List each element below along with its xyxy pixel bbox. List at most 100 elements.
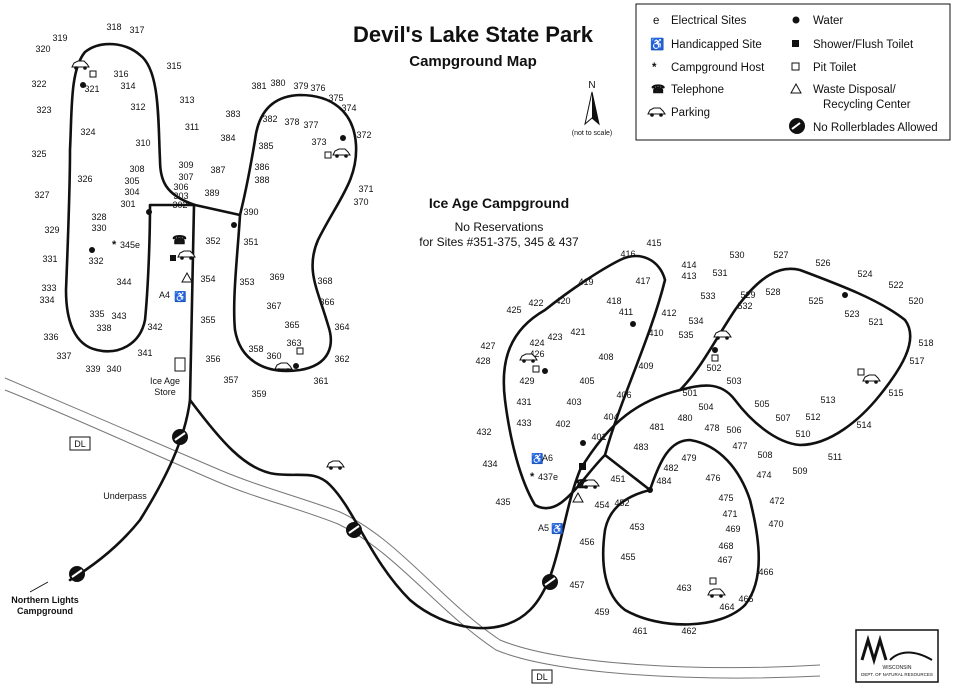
store-building [174,357,186,372]
pit-toilet-icon [89,70,97,78]
site-number-523: 523 [844,309,859,319]
no-rollerblades-icon [69,566,85,582]
site-number-468: 468 [718,541,733,551]
site-number-428: 428 [475,356,490,366]
water-icon [542,368,548,374]
site-number-512: 512 [805,412,820,422]
site-number-320: 320 [35,44,50,54]
site-number-471: 471 [722,509,737,519]
waste-disposal-icon [572,491,584,503]
site-number-376: 376 [310,83,325,93]
map-title: Devil's Lake State Park [353,22,594,47]
car-icon [519,353,538,363]
site-number-463: 463 [676,583,691,593]
water-icon [89,247,95,253]
site-number-504: 504 [698,402,713,412]
site-number-337: 337 [56,351,71,361]
dl-sign-2: DL [531,669,553,684]
site-number-370: 370 [353,197,368,207]
site-number-419: 419 [578,277,593,287]
site-number-465: 465 [738,594,753,604]
site-number-319: 319 [52,33,67,43]
site-number-469: 469 [725,524,740,534]
site-number-518: 518 [918,338,933,348]
legend-host: Campground Host [671,62,765,74]
site-number-372: 372 [356,130,371,140]
pit-toilet-icon [711,354,719,362]
water-icon [80,82,86,88]
site-number-454: 454 [594,500,609,510]
handicap-icon: ♿ [174,290,186,303]
site-number-335: 335 [89,309,104,319]
legend-box [635,3,951,141]
site-number-414: 414 [681,260,696,270]
site-number-522: 522 [888,280,903,290]
site-number-481: 481 [649,422,664,432]
site-number-302: 302 [172,200,187,210]
site-number-532: 532 [737,301,752,311]
site-number-531: 531 [712,268,727,278]
car-icon [71,60,90,70]
car-icon [647,107,666,117]
site-number-303: 303 [173,191,188,201]
site-number-432: 432 [476,427,491,437]
waste-disposal-icon [181,271,193,283]
car-icon [707,588,726,598]
site-number-369: 369 [269,272,284,282]
store-label-2: Store [154,387,176,397]
site-number-417: 417 [635,276,650,286]
pit-toilet-icon [791,62,800,71]
site-number-507: 507 [775,413,790,423]
legend-telephone: Telephone [671,84,724,96]
site-number-323: 323 [36,105,51,115]
site-number-324: 324 [80,127,95,137]
site-number-511: 511 [828,452,842,462]
water-icon [630,321,636,327]
pit-toilet-icon [532,365,540,373]
highway-dl [4,377,821,679]
label-a6: A6 [542,453,553,463]
site-number-526: 526 [815,258,830,268]
site-number-474: 474 [756,470,771,480]
site-number-402: 402 [555,419,570,429]
north-arrow-fill [592,92,599,124]
legend: e Electrical Sites ♿ Handicapped Site * … [635,3,951,141]
site-number-354: 354 [200,274,215,284]
site-number-508: 508 [757,450,772,460]
site-number-476: 476 [705,473,720,483]
site-number-525: 525 [808,296,823,306]
north-letter: N [588,80,595,91]
site-number-477: 477 [732,441,747,451]
car-icon [713,330,732,340]
site-number-344: 344 [116,277,131,287]
site-number-363: 363 [286,338,301,348]
water-icon [231,222,237,228]
site-number-371: 371 [358,184,373,194]
site-number-331: 331 [42,254,57,264]
svg-text:WISCONSIN: WISCONSIN [883,665,912,671]
site-number-379: 379 [293,81,308,91]
site-number-321: 321 [84,84,99,94]
northern-lights-label: Northern Lights [11,595,79,605]
site-number-332: 332 [88,256,103,266]
telephone-icon: ☎ [172,233,187,247]
site-number-360: 360 [266,351,281,361]
north-arrow: N (not to scale) [572,80,612,137]
dl-sign-1: DL [69,436,91,451]
site-number-408: 408 [598,352,613,362]
site-number-317: 317 [129,25,144,35]
svg-text:DL: DL [536,672,548,682]
site-number-380: 380 [270,78,285,88]
site-number-343: 343 [111,311,126,321]
no-rollerblade-signs [69,429,558,590]
site-number-425: 425 [506,305,521,315]
campground-note-2: for Sites #351-375, 345 & 437 [419,235,579,249]
site-number-534: 534 [688,316,703,326]
site-number-340: 340 [106,364,121,374]
site-number-305: 305 [124,176,139,186]
no-rollerblades-icon [346,522,362,538]
host-site-437e: 437e [538,472,558,482]
site-number-327: 327 [34,190,49,200]
site-number-318: 318 [106,22,121,32]
